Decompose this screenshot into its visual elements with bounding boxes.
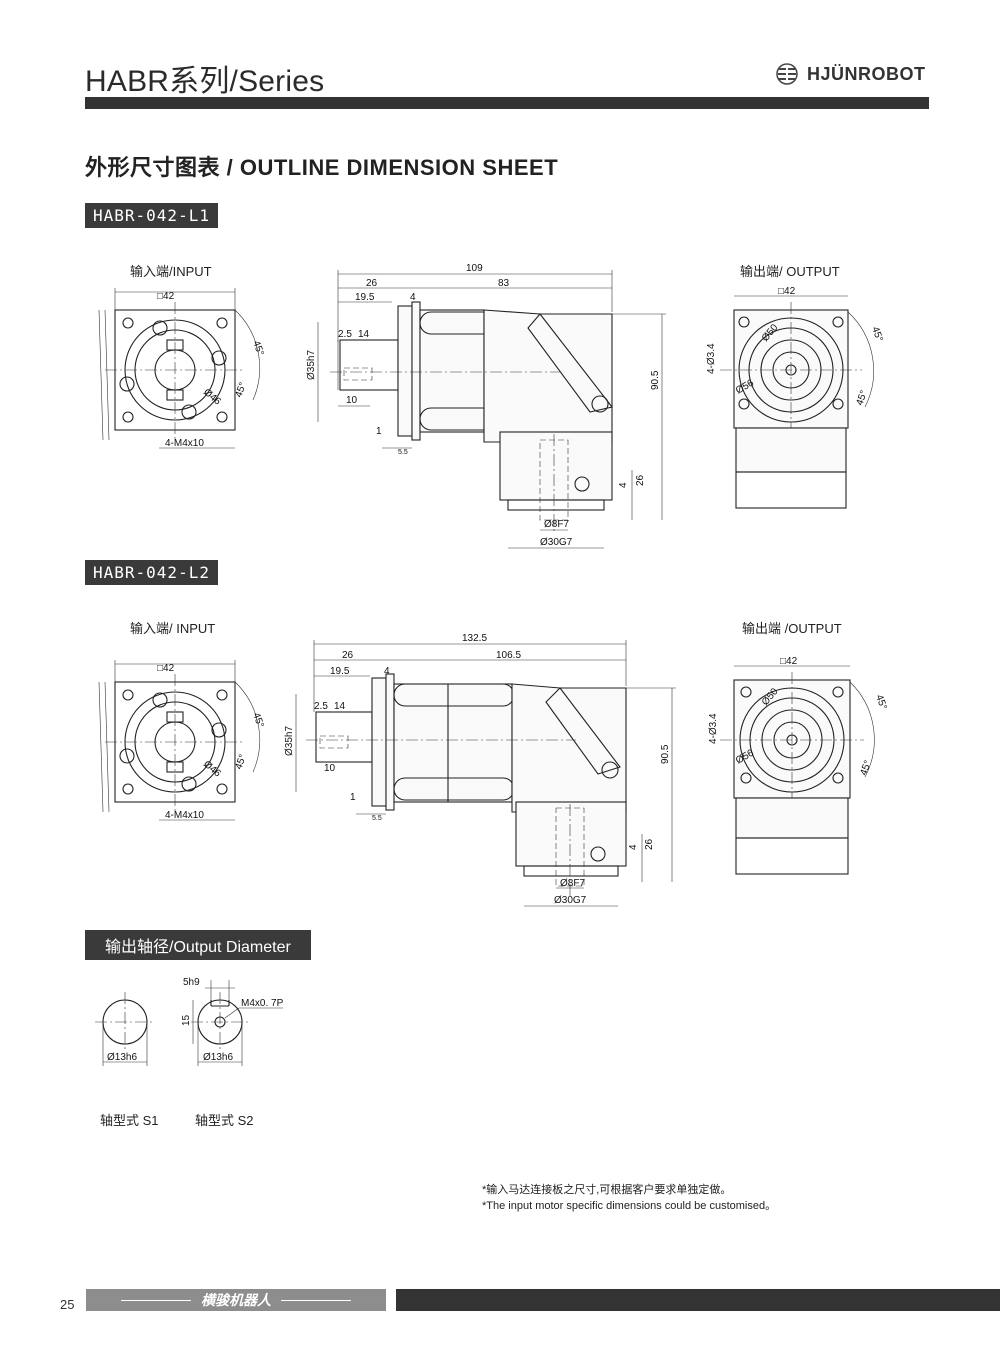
l1-in-a45b: 45°	[233, 381, 249, 399]
s2-key: 5h9	[183, 977, 200, 988]
output-diameter-tag: 输出轴径/Output Diameter	[85, 930, 311, 960]
l1-len2_5: 2.5	[338, 329, 352, 340]
l1-len26: 26	[366, 278, 378, 289]
brand-name: HJÜNROBOT	[807, 63, 926, 84]
l2-len132_5: 132.5	[462, 633, 487, 644]
l2-in-a45a: 45°	[250, 711, 266, 729]
series-title: HABR系列/Series	[85, 65, 325, 98]
output-label-l2: 输出端 /OUTPUT	[742, 621, 842, 636]
model-tag-l1: HABR-042-L1	[85, 203, 218, 228]
l1-out-holes: 4-Ø3.4	[706, 343, 717, 374]
output-view-l1: □42 45° 45° Ø50 Ø56 4-Ø3.4	[706, 286, 885, 509]
input-label-l1: 输入端/INPUT	[130, 264, 212, 279]
l2-len14: 14	[334, 701, 346, 712]
brand-logo: HJÜNROBOT	[775, 62, 926, 86]
header-bar	[85, 97, 929, 109]
l1-h4: 4	[618, 482, 629, 488]
l2-len19_5: 19.5	[330, 666, 350, 677]
footer-left-bar	[86, 1289, 386, 1311]
l2-h26: 26	[644, 838, 655, 850]
l2-d8: Ø8F7	[560, 878, 585, 889]
note-cn: *输入马达连接板之尺寸,可根据客户要求单独定做。	[482, 1184, 732, 1196]
output-label-l1: 输出端/ OUTPUT	[740, 264, 840, 279]
s1-dia: Ø13h6	[107, 1052, 137, 1063]
s1-label: 轴型式 S1	[100, 1113, 159, 1128]
input-view-l2: □42 45° 45° Ø46 4-M4x10	[98, 660, 266, 821]
l1-len5_5: 5.5	[398, 449, 408, 456]
l2-in-d46: Ø46	[201, 759, 223, 780]
l2-out-sq42: □42	[780, 656, 798, 667]
l1-out-sq42: □42	[778, 286, 796, 297]
l2-len2_5: 2.5	[314, 701, 328, 712]
l2-in-sq42: □42	[157, 663, 175, 674]
l2-d30: Ø30G7	[554, 895, 587, 906]
l1-h26: 26	[635, 474, 646, 486]
input-label-l2: 输入端/ INPUT	[130, 621, 216, 636]
l2-len106_5: 106.5	[496, 650, 521, 661]
model-tag-l2: HABR-042-L2	[85, 560, 218, 585]
l2-out-a45b: 45°	[858, 759, 874, 777]
section-heading: 外形尺寸图表 / OUTLINE DIMENSION SHEET	[85, 155, 559, 180]
l1-len109: 109	[466, 263, 483, 274]
l1-d8: Ø8F7	[544, 519, 569, 530]
footer-brand: 横骏机器人	[86, 1289, 386, 1311]
l1-len1: 1	[376, 426, 382, 437]
l1-len83: 83	[498, 278, 510, 289]
l2-d35: Ø35h7	[284, 726, 295, 756]
l1-len14: 14	[358, 329, 370, 340]
side-view-l2: 132.5 26 106.5 19.5 4 2.5 14 Ø35h7 10 1 …	[284, 633, 676, 907]
output-view-l2: □42 45° 45° Ø50 Ø56 4-Ø3.4	[708, 656, 889, 875]
footer-rule-right	[281, 1299, 351, 1301]
l2-h4: 4	[628, 844, 639, 850]
l2-out-holes: 4-Ø3.4	[708, 713, 719, 744]
l2-in-a45b: 45°	[233, 753, 249, 771]
s2-dia: Ø13h6	[203, 1052, 233, 1063]
l1-out-a45a: 45°	[869, 325, 885, 343]
l2-in-m4: 4-M4x10	[165, 810, 204, 821]
footer-right-bar	[396, 1289, 1000, 1311]
brand-logo-icon	[776, 63, 798, 85]
customization-note: *输入马达连接板之尺寸,可根据客户要求单独定做。 *The input moto…	[482, 1182, 776, 1214]
s2-thread: M4x0. 7P	[241, 998, 284, 1009]
page-number: 25	[60, 1297, 75, 1312]
l2-len5_5: 5.5	[372, 815, 382, 822]
l1-d30: Ø30G7	[540, 537, 573, 548]
l2-len10: 10	[324, 763, 336, 774]
l2-len1: 1	[350, 792, 356, 803]
l1-out-a45b: 45°	[854, 389, 870, 407]
l2-len26: 26	[342, 650, 354, 661]
side-view-l1: 109 26 83 19.5 4 2.5 14 Ø35h7 10 1 5.5 9…	[306, 263, 666, 549]
l1-d35: Ø35h7	[306, 350, 317, 380]
footer-rule-left	[121, 1299, 191, 1301]
l1-in-sq42: □42	[157, 291, 175, 302]
l2-h90_5: 90.5	[660, 744, 671, 764]
note-en: *The input motor specific dimensions cou…	[482, 1200, 777, 1212]
l1-in-d46: Ø46	[201, 387, 223, 408]
l1-len4: 4	[410, 292, 416, 303]
footer-brand-text: 横骏机器人	[201, 1292, 271, 1308]
shaft-diagrams: Ø13h6 5h9 15 M4x0. 7P Ø13h6	[95, 977, 284, 1066]
input-view-l1: □42 45° 45° Ø46 4-M4x10	[98, 288, 266, 449]
l1-in-m4: 4-M4x10	[165, 438, 204, 449]
l1-h90_5: 90.5	[650, 370, 661, 390]
l1-in-a45a: 45°	[250, 339, 266, 357]
s2-height: 15	[181, 1014, 192, 1026]
l1-len19_5: 19.5	[355, 292, 375, 303]
s2-label: 轴型式 S2	[195, 1113, 254, 1128]
l1-len10: 10	[346, 395, 358, 406]
l2-len4: 4	[384, 666, 390, 677]
l2-out-a45a: 45°	[873, 693, 889, 711]
